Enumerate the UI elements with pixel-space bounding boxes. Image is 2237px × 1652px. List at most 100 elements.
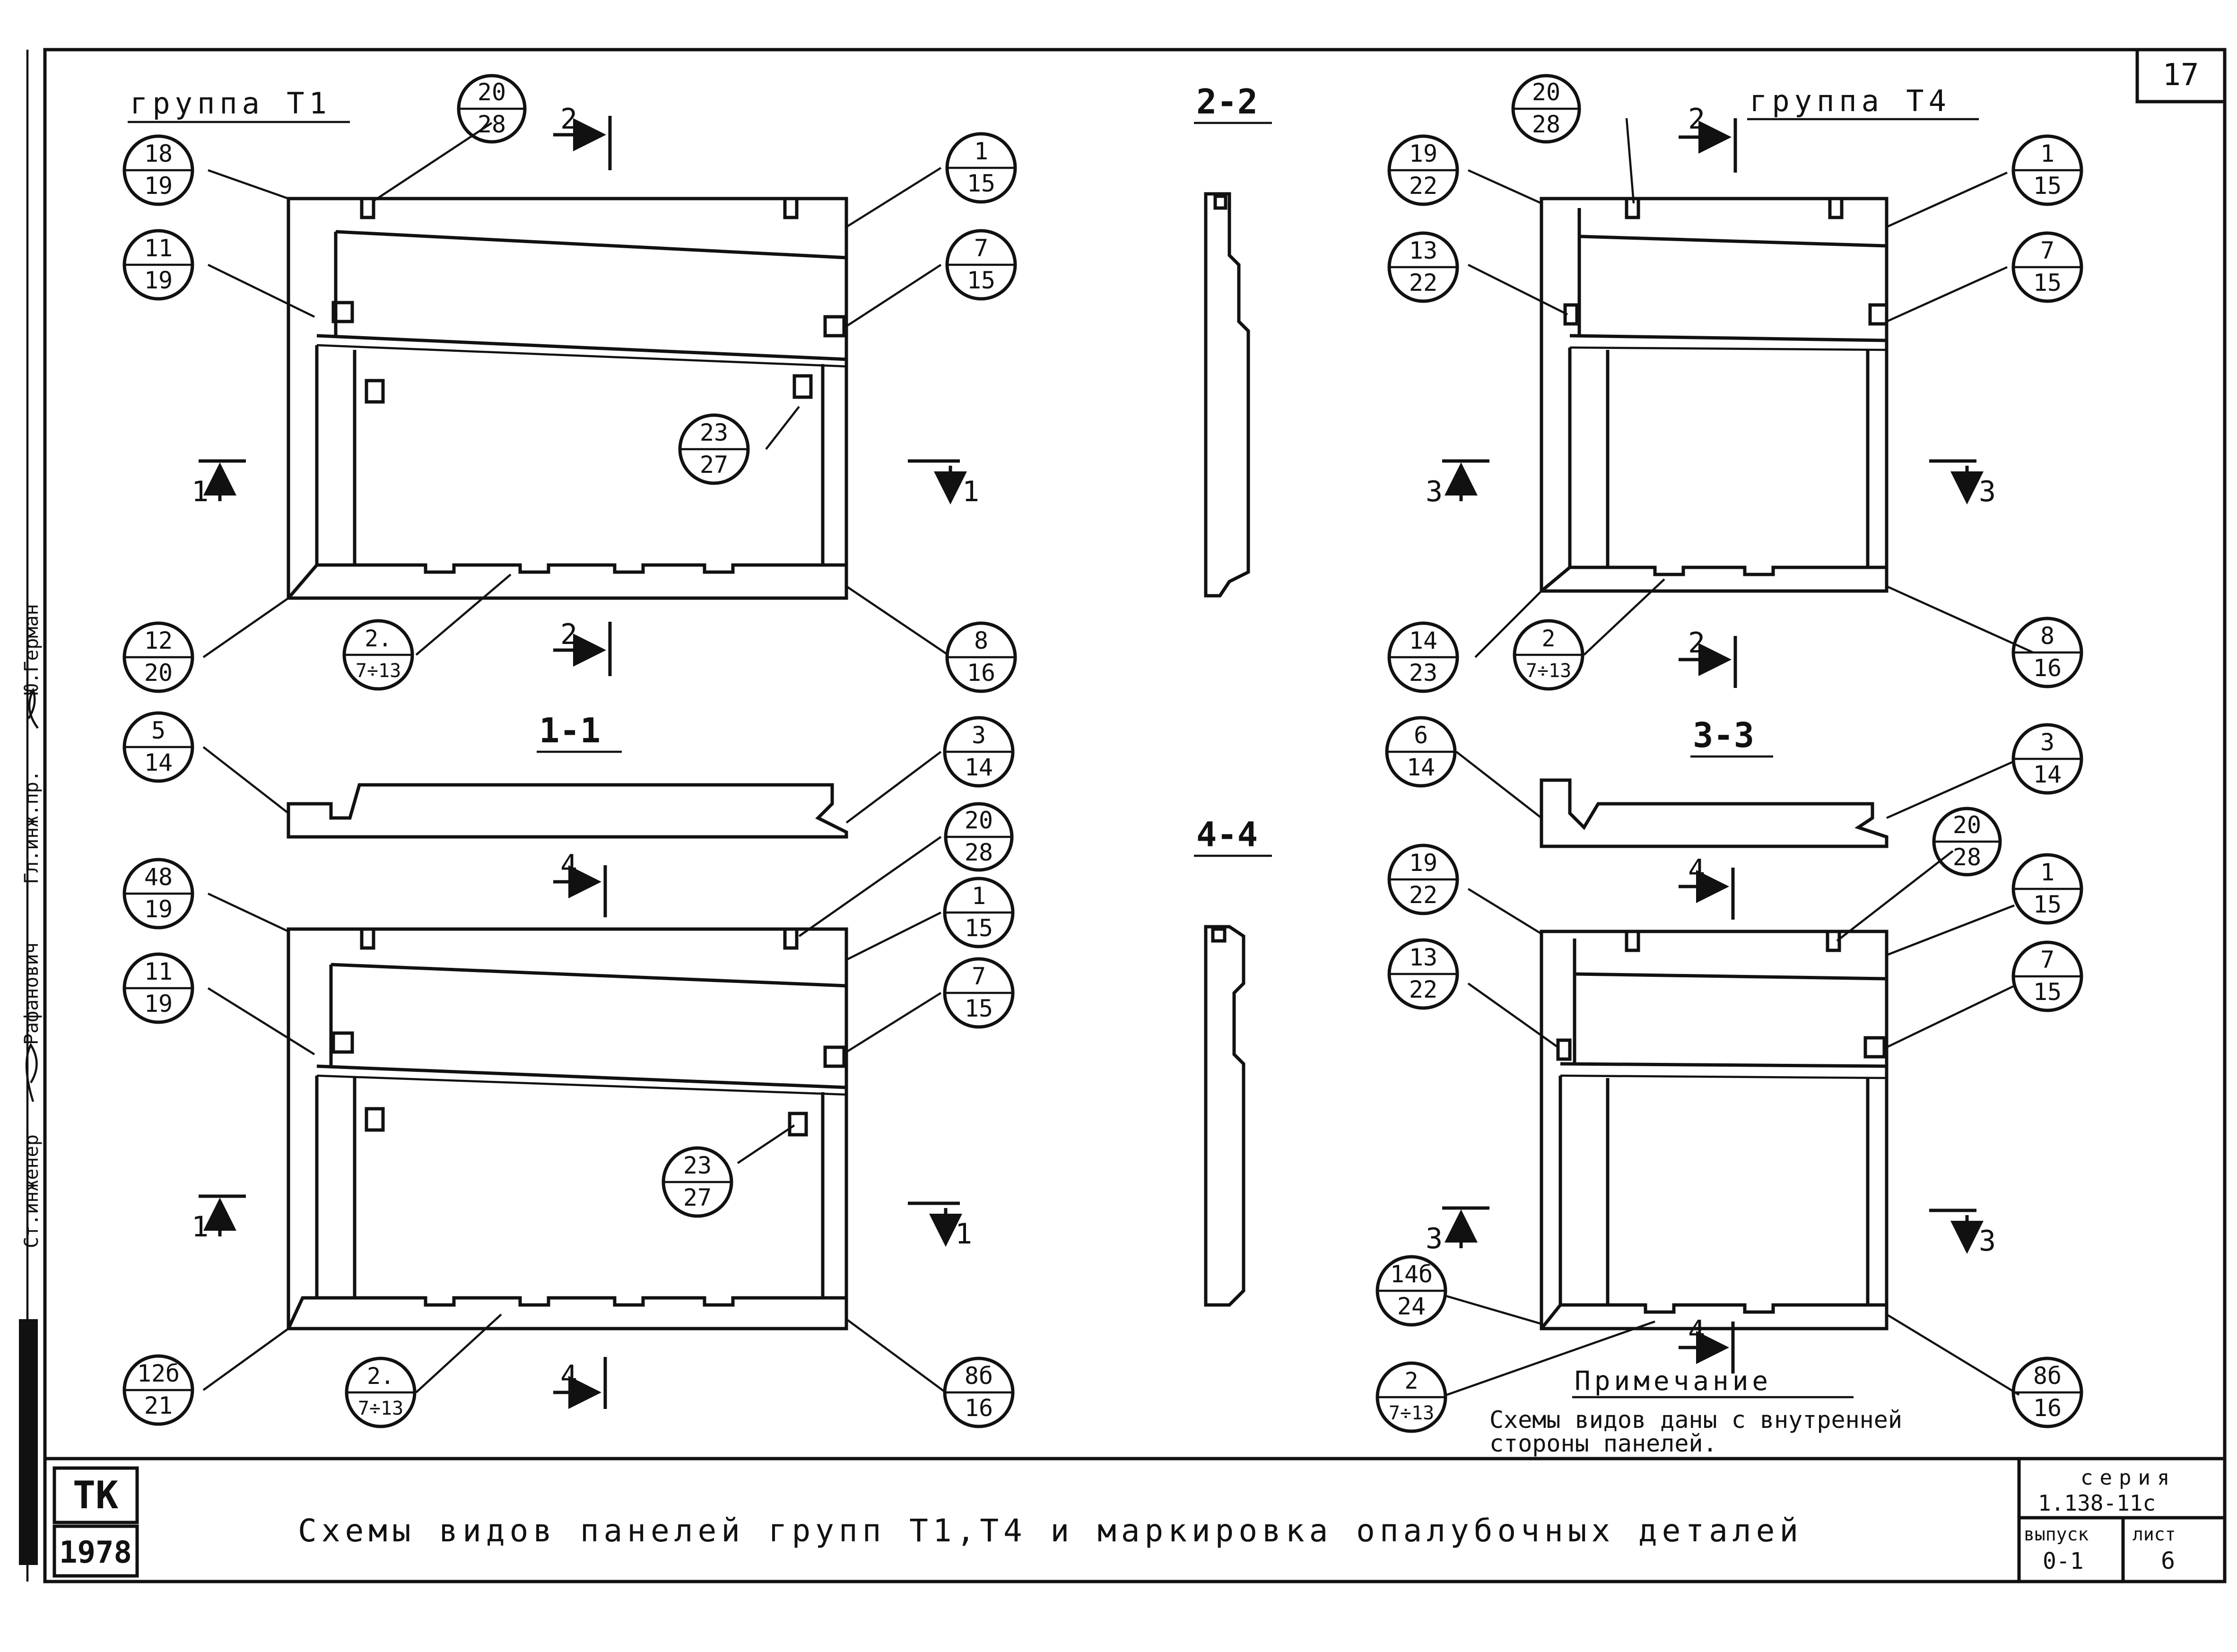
svg-text:19: 19 [1409,140,1437,167]
note-line-2: стороны панелей. [1489,1430,1717,1457]
lintel-bottom [1569,334,1887,342]
svg-text:7÷13: 7÷13 [356,660,401,682]
lintel-bottom [316,1064,847,1089]
sheet-title: Схемы видов панелей групп Т1,Т4 и маркир… [298,1513,1803,1549]
bottom-corner [1540,566,1571,592]
cut-2-bottom-right-label: 2 [1688,626,1705,660]
svg-text:20: 20 [478,78,506,106]
panel-outline [1540,930,1889,1330]
bubble-ml-314: 314 [943,716,1015,788]
svg-text:13: 13 [1409,237,1437,264]
svg-text:19: 19 [144,990,173,1017]
bottom-rib-notched [1570,565,1887,576]
svg-text:12: 12 [144,627,173,654]
svg-text:1: 1 [2040,859,2054,886]
issue-value: 0-1 [2043,1548,2084,1574]
bubble-tl-115: 115 [945,132,1017,204]
stamp-tk: ТК [73,1473,118,1517]
svg-text:8: 8 [974,627,988,654]
bubble-tr-816: 816 [2011,617,2083,688]
group-title-t4: группа Т4 [1750,84,1951,118]
bubble-br-715: 715 [2011,940,2083,1012]
svg-text:2.: 2. [365,626,392,652]
section-4-4-profile [1204,925,1245,1307]
loop-right [783,929,799,950]
svg-text:1: 1 [974,138,988,165]
bubble-bl-115: 115 [943,877,1015,948]
stamp-year: 1978 [59,1535,132,1570]
cut-3-right-bottom-label: 3 [1979,1225,1996,1258]
panel-outline [287,927,848,1330]
svg-text:7: 7 [974,235,988,262]
svg-text:14: 14 [965,754,993,781]
svg-text:12б: 12б [137,1360,180,1387]
insert-right [1863,1036,1886,1059]
svg-text:2: 2 [1542,626,1556,652]
bubble-tl-715: 715 [945,229,1017,301]
bubble-tr-115: 115 [2011,134,2083,206]
svg-text:14б: 14б [1390,1261,1433,1288]
bottom-corner [287,564,318,600]
svg-text:8б: 8б [965,1362,993,1390]
section-title-3-3: 3-3 [1693,715,1754,755]
top-strip [331,963,847,988]
svg-text:7÷13: 7÷13 [358,1398,403,1419]
svg-text:24: 24 [1397,1293,1426,1320]
svg-text:2: 2 [1405,1368,1419,1394]
signature-squiggle-2 [25,1043,38,1102]
loop-left [1625,931,1640,952]
svg-text:18: 18 [144,140,173,167]
loop-right [1828,199,1844,219]
svg-text:2.: 2. [367,1363,394,1390]
svg-text:48: 48 [144,863,173,891]
loop-left [1625,199,1640,219]
bubble-bl-715: 715 [943,957,1015,1029]
svg-text:15: 15 [967,267,995,294]
svg-text:15: 15 [2033,978,2062,1006]
loop-right [783,199,799,219]
panel-t1-bottom [287,927,848,1330]
svg-text:13: 13 [1409,944,1437,971]
cut-1-left-top-label: 1 [191,475,209,508]
svg-text:15: 15 [2033,172,2062,200]
bubble-tr-2713: 27÷13 [1513,619,1584,691]
embed-right [792,374,813,399]
side-signature-2: Гл.инж.пр. [21,770,43,884]
section-3-3-profile [1540,778,1889,848]
section-4-4-notch [1211,927,1227,943]
svg-text:22: 22 [1409,976,1437,1003]
svg-text:16: 16 [965,1394,993,1422]
svg-text:11: 11 [144,235,173,262]
panel-t4-bottom [1540,930,1889,1330]
cut-1-right-bottom-label: 1 [955,1217,972,1251]
side-signature-3: Рафанович [21,942,43,1045]
svg-text:5: 5 [151,717,165,744]
cut-3-left-bottom-label: 3 [1426,1222,1443,1255]
bottom-rib-notched [331,1296,846,1307]
section-2-2-notch [1213,194,1227,210]
svg-text:15: 15 [965,995,993,1022]
svg-text:7: 7 [2040,237,2054,264]
embed-left [365,379,385,404]
svg-text:1: 1 [972,882,986,910]
insert-left [1556,1038,1572,1061]
svg-text:22: 22 [1409,881,1437,909]
cut-3-right-top-label: 3 [1979,475,1996,508]
sheet-value: 6 [2161,1547,2175,1574]
top-strip [1574,972,1887,981]
cut-4-bottom-right-label: 4 [1688,1314,1705,1348]
bubble-ml-514: 514 [122,711,194,783]
cut-4-bottom-left-label: 4 [560,1359,577,1392]
stamp-tk-box [52,1466,139,1524]
bottom-rib-notched [1560,1303,1887,1314]
note-line-1: Схемы видов даны с внутренней [1489,1406,1902,1434]
